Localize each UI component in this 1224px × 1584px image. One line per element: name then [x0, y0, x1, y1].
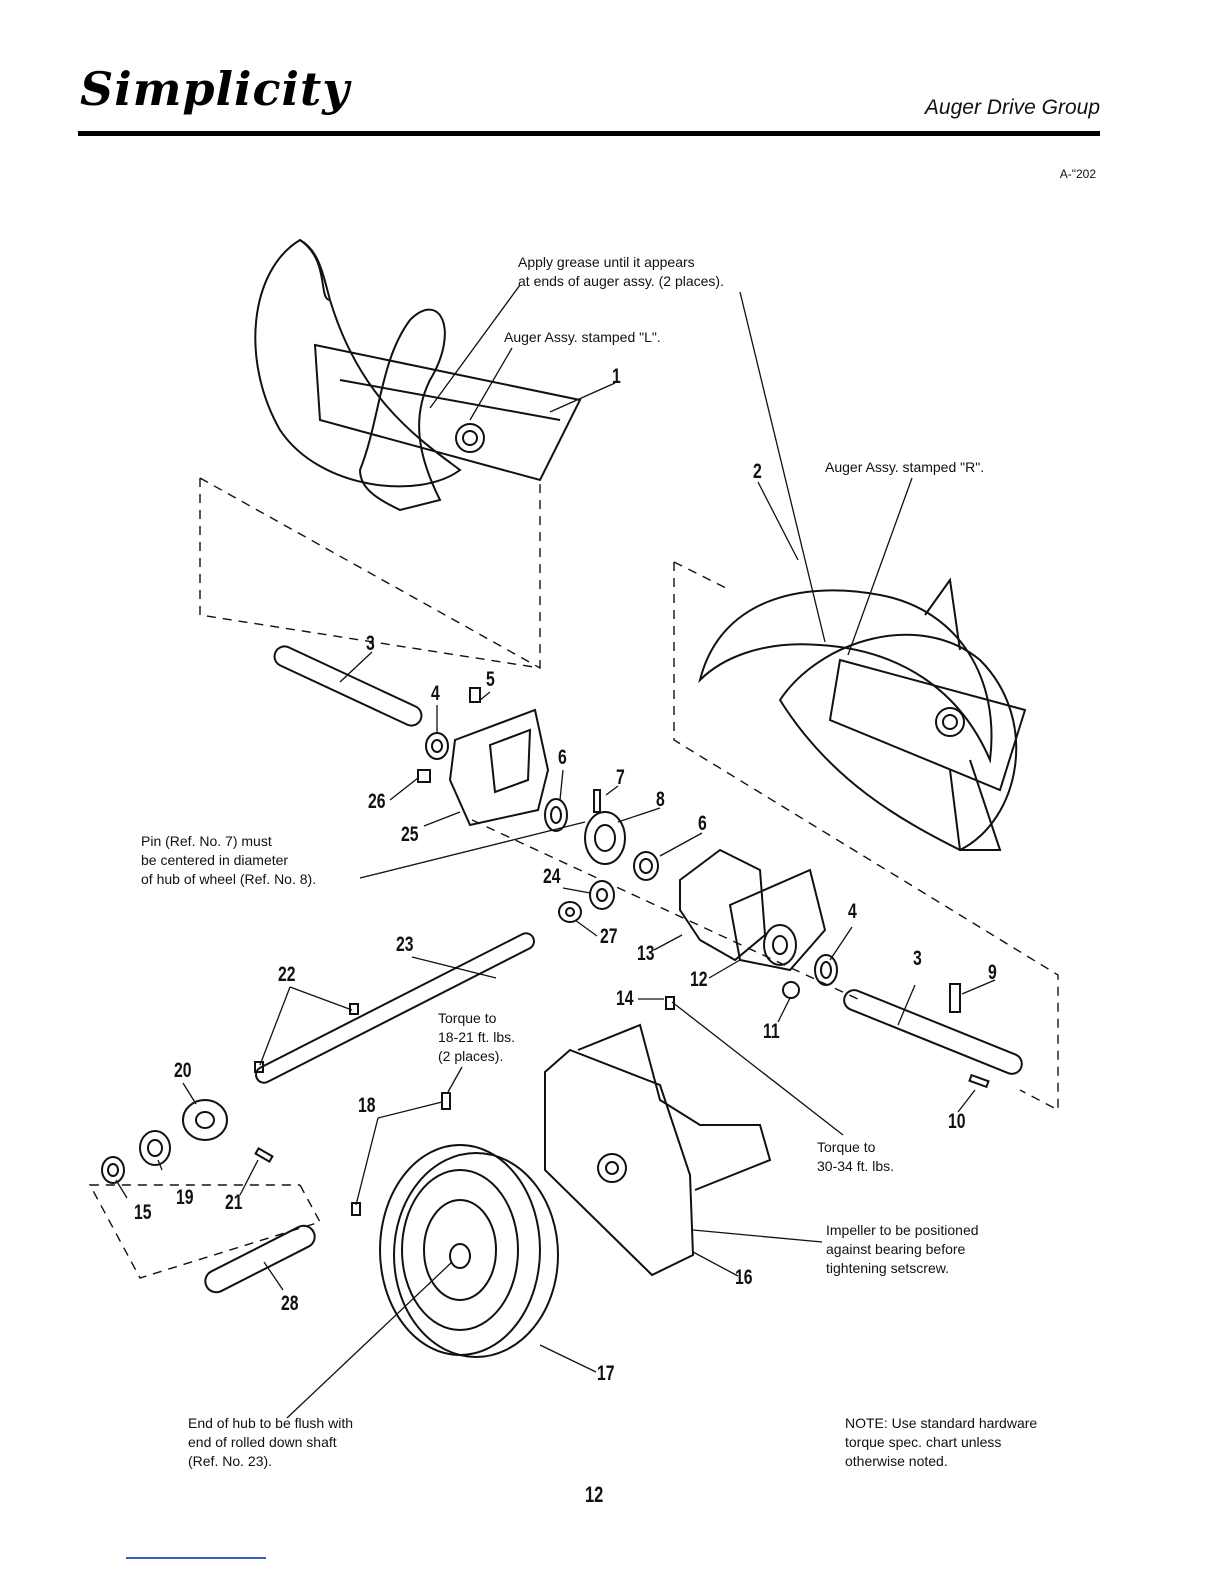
callout-6: 6: [558, 746, 567, 769]
small-parts: [101, 687, 990, 1216]
callout-14: 14: [616, 987, 634, 1010]
callout-21: 21: [225, 1191, 243, 1214]
callout-8: 8: [656, 788, 665, 811]
assembly-dashed-outlines: [88, 477, 1059, 1279]
callout-9: 9: [988, 961, 997, 984]
callout-4: 4: [431, 682, 440, 705]
section-title: Auger Drive Group: [924, 96, 1100, 119]
header-rule: [78, 131, 1100, 136]
callout-4b: 4: [848, 900, 857, 923]
callout-3: 3: [366, 632, 375, 655]
callout-24: 24: [543, 865, 561, 888]
page-number: 12: [585, 1482, 604, 1507]
brand-logo: Simplicity: [80, 62, 350, 116]
callout-2: 2: [753, 460, 762, 483]
note-grease: Apply grease until it appears at ends of…: [518, 254, 724, 289]
note-torque-30: Torque to 30-34 ft. lbs.: [817, 1139, 895, 1174]
callout-3b: 3: [913, 947, 922, 970]
callout-28: 28: [281, 1292, 299, 1315]
callout-22: 22: [278, 963, 296, 986]
callout-19: 19: [176, 1186, 194, 1209]
note-impeller: Impeller to be positioned against bearin…: [826, 1222, 979, 1276]
callout-5: 5: [486, 668, 495, 691]
callout-15: 15: [134, 1201, 152, 1224]
callout-12: 12: [690, 968, 708, 991]
note-hub: End of hub to be flush with end of rolle…: [188, 1415, 353, 1469]
note-pin: Pin (Ref. No. 7) must be centered in dia…: [141, 833, 317, 887]
callout-10: 10: [948, 1110, 966, 1133]
note-standard-hardware: NOTE: Use standard hardware torque spec.…: [845, 1415, 1038, 1469]
callout-13: 13: [637, 942, 655, 965]
callout-6b: 6: [698, 812, 707, 835]
callout-20: 20: [174, 1059, 192, 1082]
pulley: [379, 1144, 559, 1358]
callout-23: 23: [396, 933, 414, 956]
gear-cases: [448, 708, 827, 972]
shafts: [204, 645, 1023, 1294]
callout-1: 1: [612, 365, 621, 388]
footer-rule: [126, 1557, 266, 1559]
callout-27: 27: [600, 925, 618, 948]
callout-17: 17: [597, 1362, 615, 1385]
callout-7: 7: [616, 766, 625, 789]
leader-lines: [115, 284, 996, 1419]
callout-18: 18: [358, 1094, 376, 1117]
impeller-housing: [544, 1023, 772, 1277]
callout-25: 25: [401, 823, 419, 846]
note-auger-l: Auger Assy. stamped "L".: [504, 329, 661, 345]
callout-16: 16: [735, 1266, 753, 1289]
left-auger-assembly: [254, 238, 582, 512]
right-auger-assembly: [698, 577, 1027, 852]
callout-11: 11: [763, 1020, 780, 1043]
note-auger-r: Auger Assy. stamped "R".: [825, 459, 985, 475]
note-torque-18: Torque to 18-21 ft. lbs. (2 places).: [438, 1010, 516, 1064]
callout-26: 26: [368, 790, 386, 813]
figure-id: A-"202: [1059, 167, 1096, 181]
